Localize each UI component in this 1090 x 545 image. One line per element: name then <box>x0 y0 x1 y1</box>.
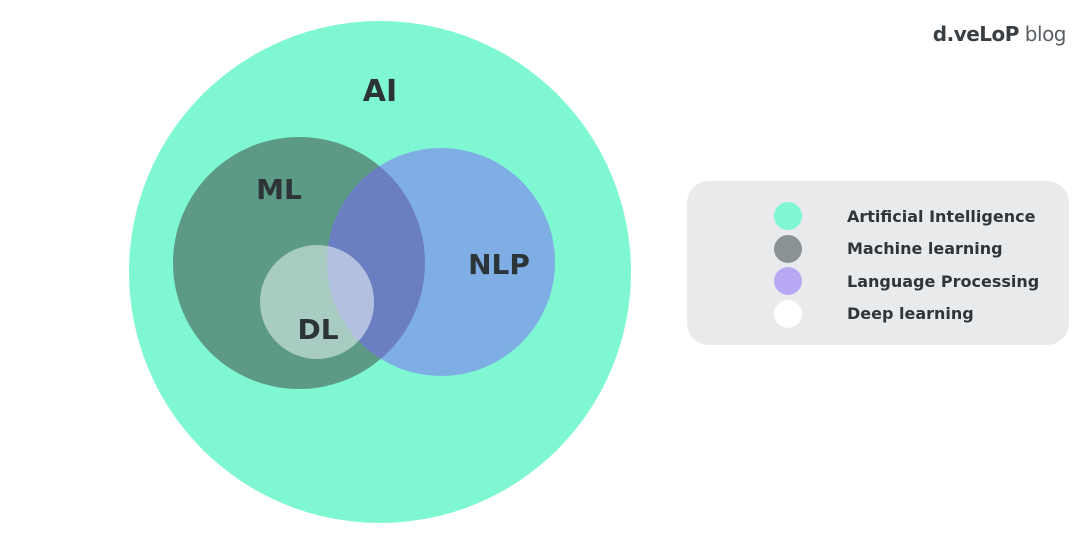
ai-label: AI <box>363 74 397 109</box>
legend-item-nlp: Language Processing <box>774 265 1069 298</box>
nlp-label: NLP <box>468 248 530 281</box>
legend-swatch <box>774 234 802 263</box>
dl-label: DL <box>297 313 338 346</box>
brand-name: d.veLoP <box>932 22 1020 46</box>
brand-suffix: blog <box>1018 22 1067 46</box>
legend-swatch <box>774 267 802 296</box>
legend-swatch <box>774 299 802 328</box>
legend-item-ai: Artificial Intelligence <box>774 200 1069 233</box>
legend-label: Deep learning <box>847 304 974 324</box>
legend-label: Language Processing <box>847 271 1040 291</box>
brand-logo: d.veLoP blog <box>932 22 1067 46</box>
legend-swatch <box>774 202 802 231</box>
ml-label: ML <box>256 173 302 206</box>
legend-item-dl: Deep learning <box>774 298 1069 331</box>
legend-label: Machine learning <box>847 239 1003 259</box>
legend-label: Artificial Intelligence <box>847 206 1036 226</box>
ml-nlp-overlap <box>327 148 425 376</box>
legend-item-ml: Machine learning <box>774 233 1069 266</box>
legend-panel: Artificial Intelligence Machine learning… <box>687 181 1069 345</box>
